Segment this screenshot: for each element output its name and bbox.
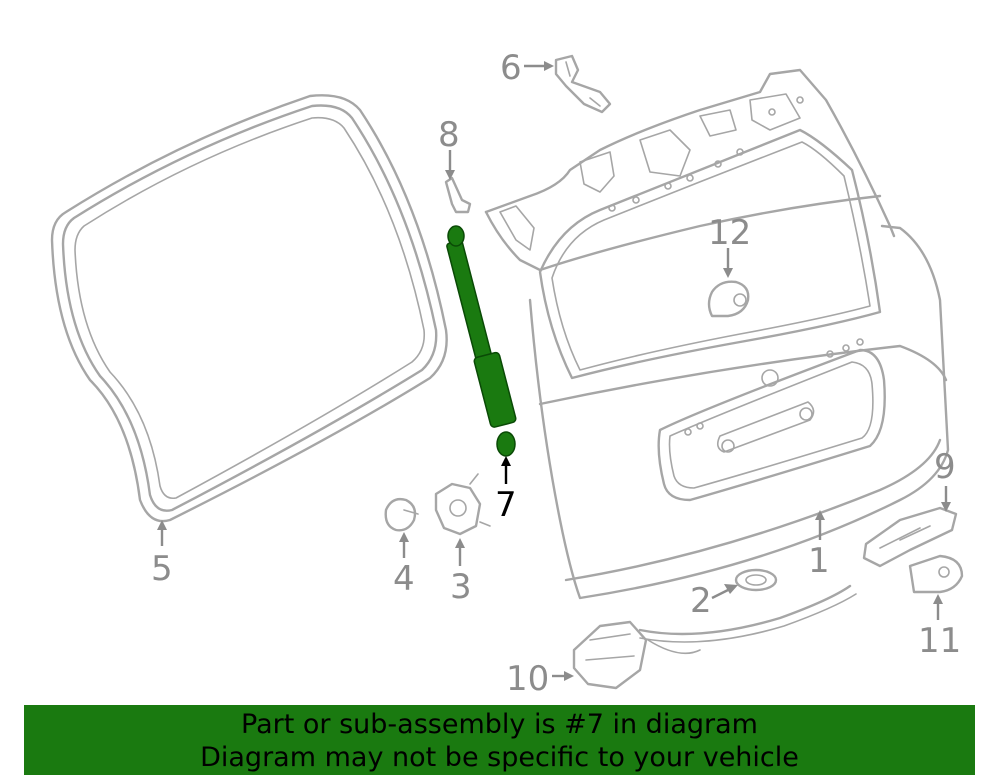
callout-labels: 8 6 12 7 5 4 3 1 2 9 11 10	[151, 48, 961, 699]
callout-9: 9	[934, 447, 956, 487]
info-banner: Part or sub-assembly is #7 in diagram Di…	[24, 705, 975, 775]
banner-line-1: Part or sub-assembly is #7 in diagram	[241, 709, 758, 740]
part-3-mount	[434, 473, 491, 536]
strut-end-top	[447, 225, 465, 247]
banner-line-2: Diagram may not be specific to your vehi…	[200, 742, 799, 773]
callout-1: 1	[808, 541, 830, 581]
part-1-liftgate	[484, 68, 950, 600]
part-4-bumper	[384, 497, 419, 532]
part-12-grommet	[707, 280, 750, 318]
callout-arrows	[157, 61, 951, 681]
strut-body	[473, 351, 517, 428]
part-6-hinge	[554, 54, 612, 114]
callout-4: 4	[393, 559, 415, 599]
part-7-lift-support-strut	[446, 225, 517, 457]
callout-11: 11	[918, 621, 961, 661]
callout-3: 3	[450, 567, 472, 607]
strut-end-bottom	[496, 431, 516, 457]
callout-10: 10	[506, 659, 549, 699]
part-5-glass-seal	[50, 94, 448, 523]
callout-7: 7	[495, 485, 517, 525]
part-8-clip	[444, 176, 472, 214]
callout-2: 2	[690, 581, 712, 621]
callout-6: 6	[500, 48, 522, 88]
callout-8: 8	[438, 115, 460, 155]
part-10-latch	[572, 584, 857, 690]
part-9-bracket	[862, 506, 958, 568]
callout-5: 5	[151, 549, 173, 589]
callout-12: 12	[708, 213, 751, 253]
part-2-grommet	[734, 568, 778, 592]
part-11-striker	[908, 554, 964, 594]
